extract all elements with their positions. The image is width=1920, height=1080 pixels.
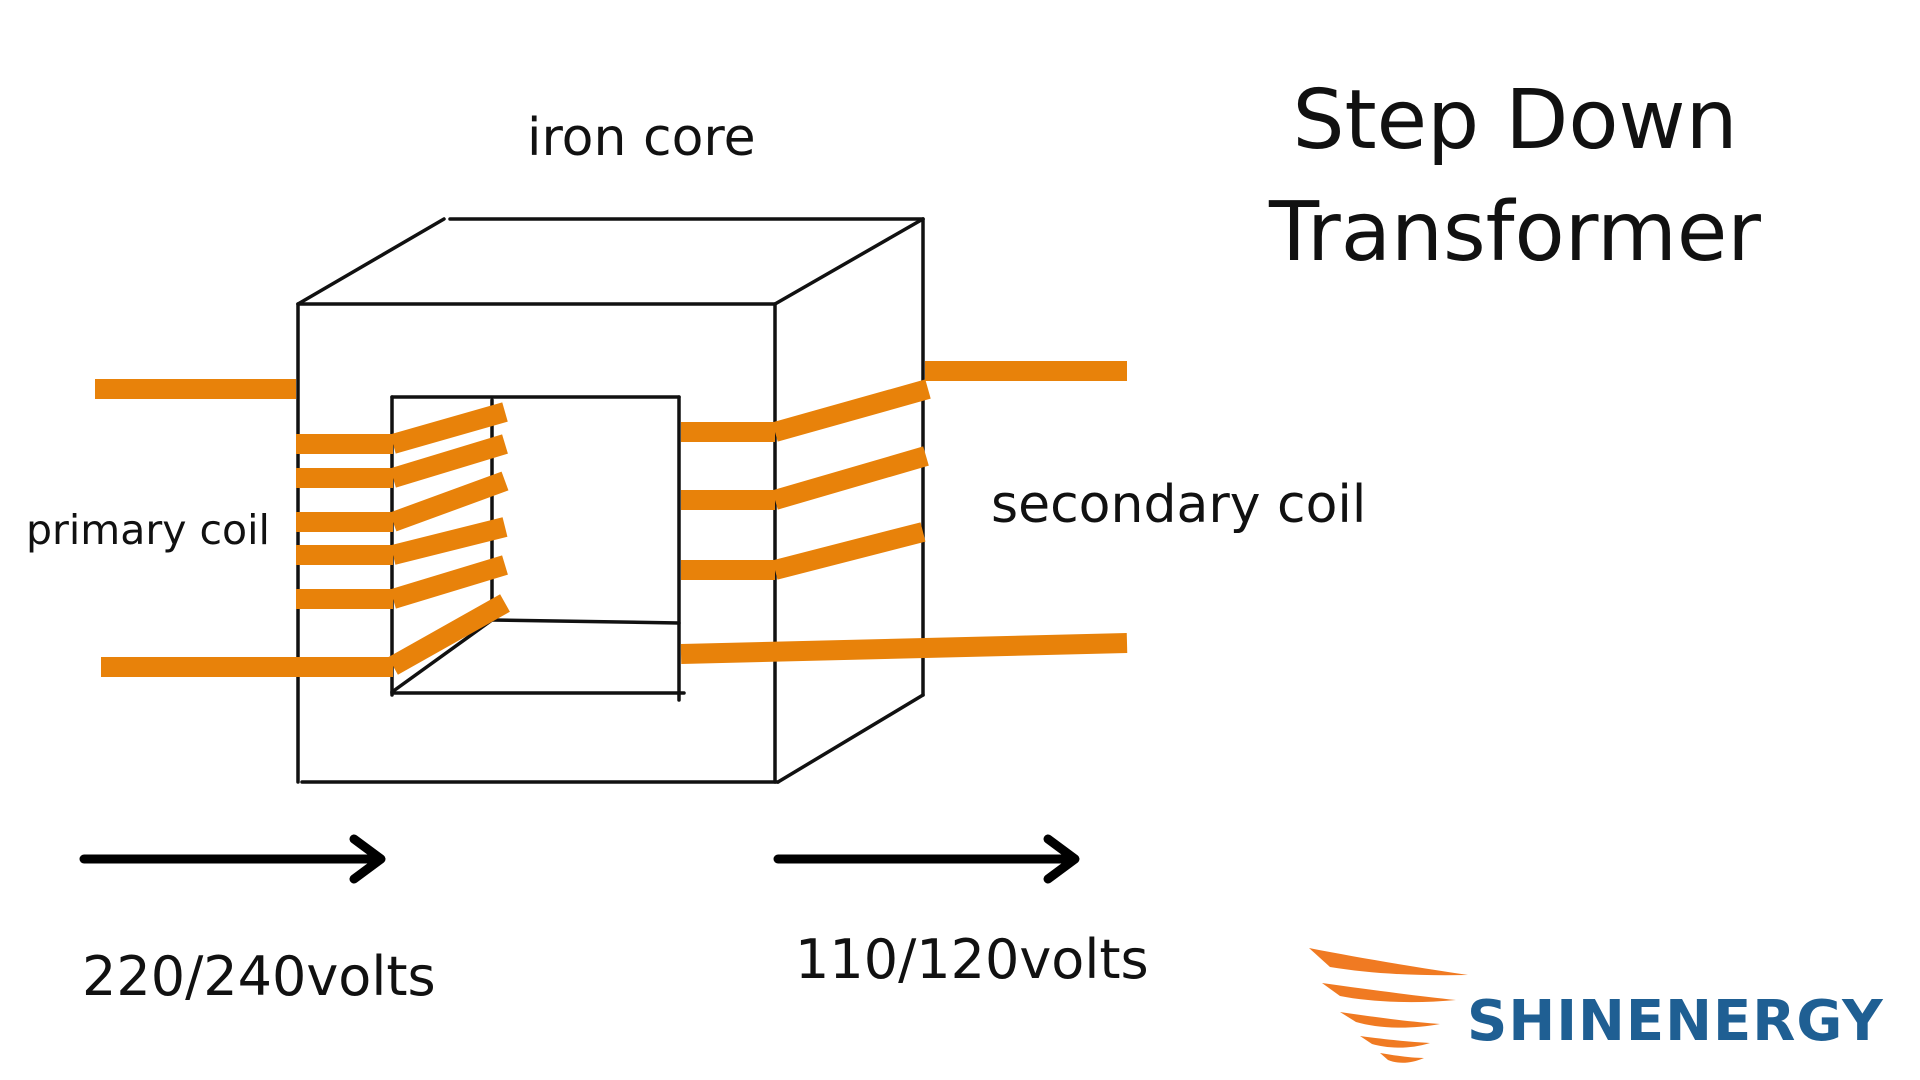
- title-line-1: Step Down: [1292, 73, 1738, 168]
- primary-coil-label: primary coil: [26, 506, 270, 554]
- output-voltage-label: 110/120volts: [795, 928, 1149, 991]
- iron-core-label: iron core: [527, 108, 756, 168]
- diagram-title: Step Down Transformer: [1225, 65, 1805, 289]
- shinenergy-logo-mark: [1309, 948, 1468, 1063]
- title-line-2: Transformer: [1268, 185, 1762, 280]
- shinenergy-logo-text: SHINENERGY: [1467, 989, 1884, 1054]
- secondary-coil-label: secondary coil: [991, 475, 1367, 535]
- input-arrow: [79, 834, 386, 884]
- iron-core: [296, 217, 925, 784]
- secondary-lead-bottom: [680, 633, 1128, 664]
- input-voltage-label: 220/240volts: [82, 945, 436, 1008]
- primary-coil: [95, 379, 510, 677]
- output-arrow: [773, 834, 1080, 884]
- secondary-coil: [680, 361, 1128, 664]
